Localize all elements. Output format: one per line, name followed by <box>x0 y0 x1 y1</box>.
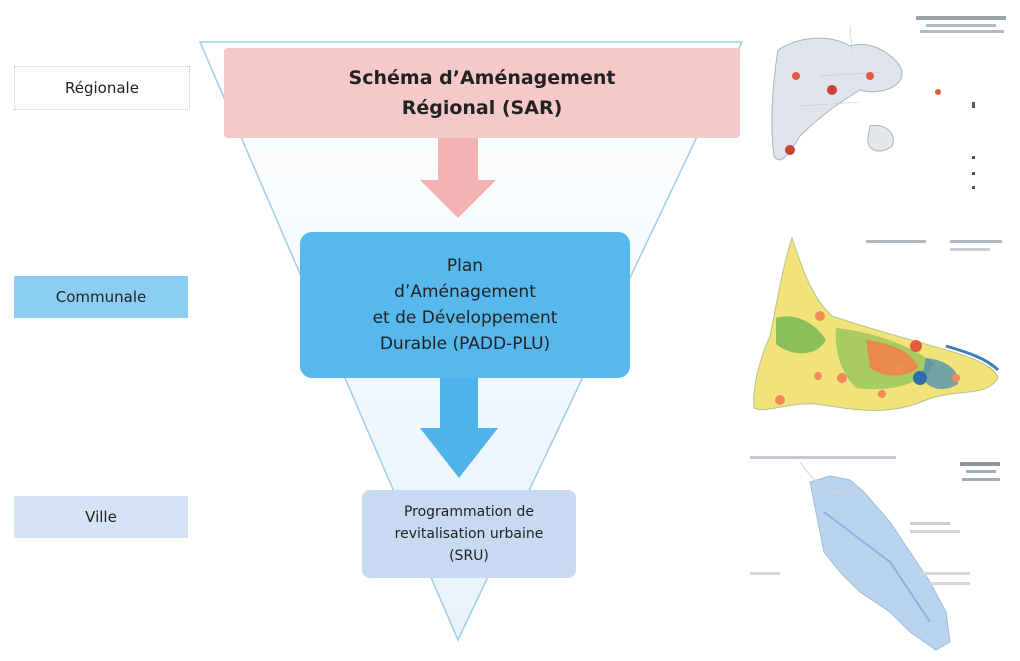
sru-line-2: revitalisation urbaine <box>394 526 544 542</box>
level-label-ville: Ville <box>14 496 188 538</box>
level-regionale-text: Régionale <box>65 79 139 97</box>
sru-line-3: (SRU) <box>449 548 489 564</box>
level-label-communale: Communale <box>14 276 188 318</box>
padd-box: Plan d’Aménagement et de Développement D… <box>300 232 630 378</box>
sru-line-1: Programmation de <box>403 504 535 520</box>
padd-line-4: Durable (PADD-PLU) <box>379 334 551 354</box>
sar-line-2: Régional (SAR) <box>401 97 563 119</box>
sar-line-1: Schéma d’Aménagement <box>348 67 616 89</box>
padd-line-3: et de Développement <box>372 308 558 328</box>
regional-map-thumbnail <box>760 6 1012 206</box>
padd-line-2: d’Aménagement <box>394 282 536 302</box>
arrow-sar-to-padd <box>420 138 496 218</box>
sru-box: Programmation de revitalisation urbaine … <box>362 490 576 578</box>
communal-map-thumbnail <box>746 228 1012 428</box>
level-ville-text: Ville <box>85 508 117 526</box>
sar-box: Schéma d’Aménagement Régional (SAR) <box>224 48 740 138</box>
level-label-regionale: Régionale <box>14 66 190 110</box>
city-map-thumbnail <box>740 452 1012 658</box>
level-communale-text: Communale <box>55 288 147 306</box>
arrow-padd-to-sru <box>420 378 498 478</box>
padd-line-1: Plan <box>446 256 484 276</box>
